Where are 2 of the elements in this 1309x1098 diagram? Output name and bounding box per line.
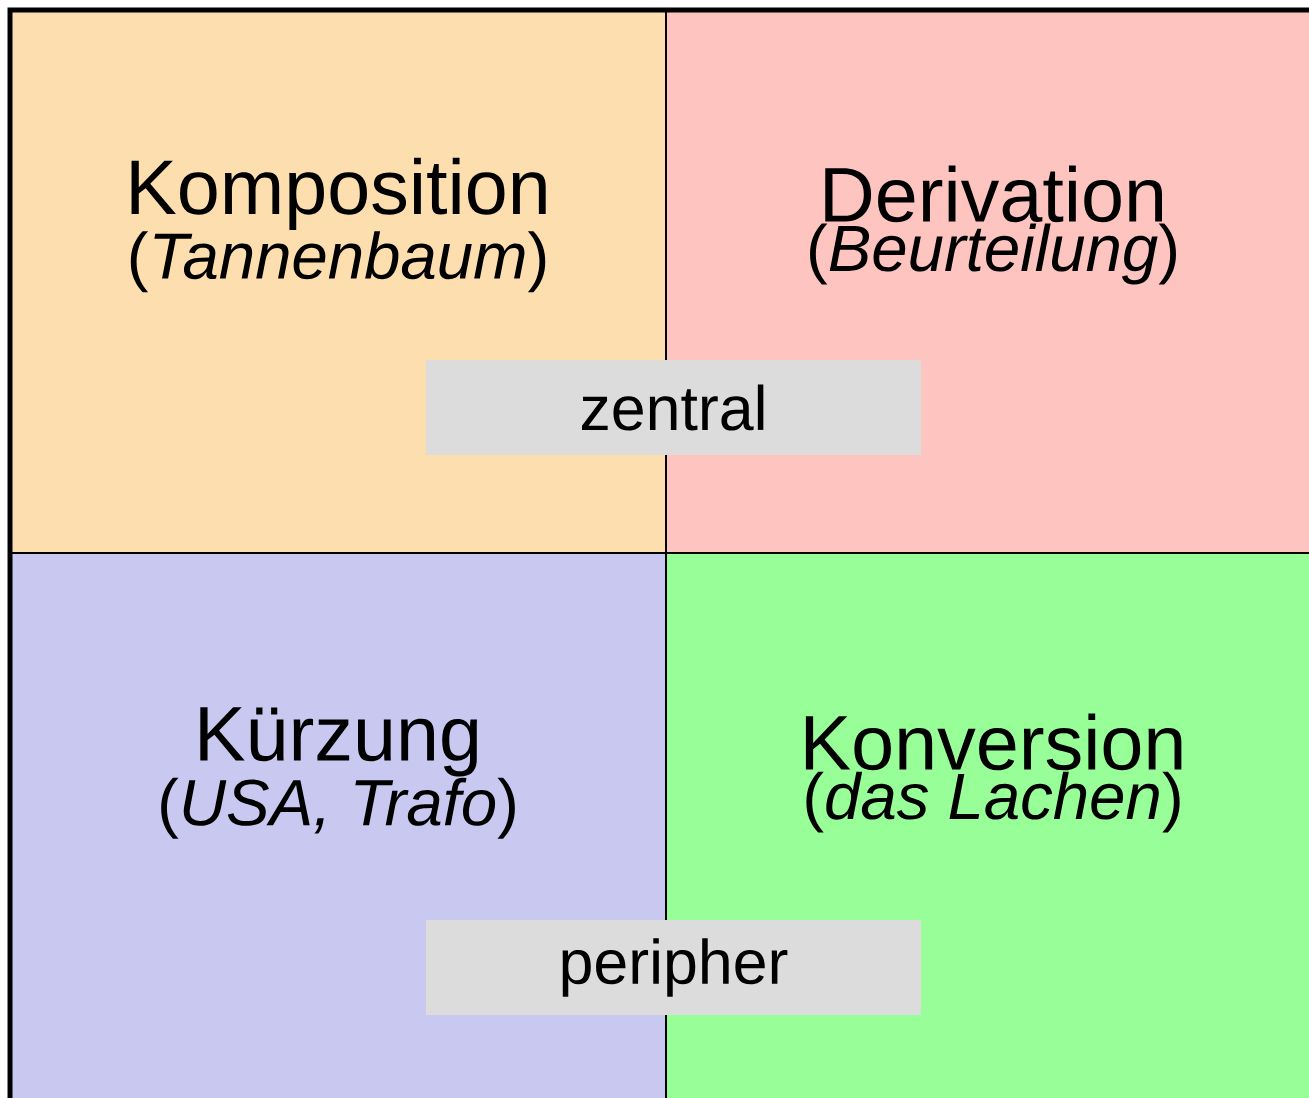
label-bar: zentral bbox=[426, 360, 921, 455]
label-bar: peripher bbox=[426, 920, 921, 1015]
